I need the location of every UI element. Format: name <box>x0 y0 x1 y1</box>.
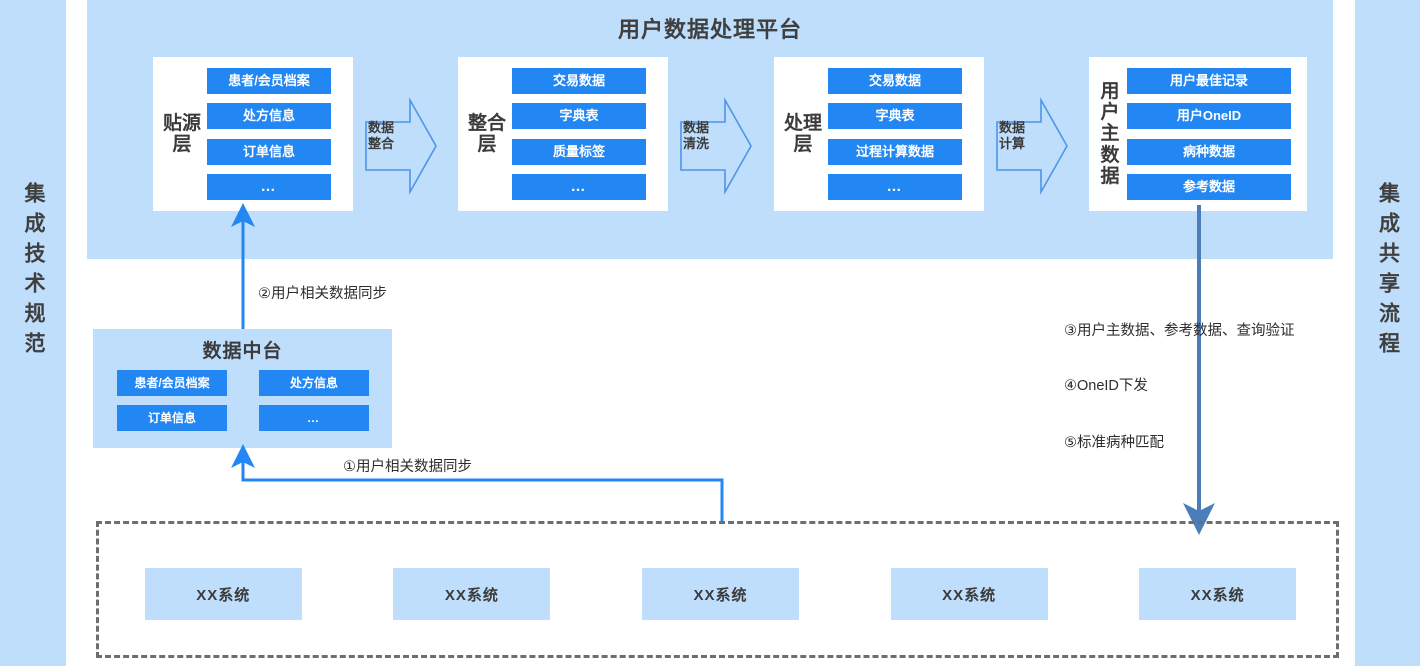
connector-label-match: ⑤标准病种匹配 <box>1064 435 1164 451</box>
layer-item[interactable]: 患者/会员档案 <box>207 68 331 94</box>
connector-label-sync-2: ②用户相关数据同步 <box>258 286 387 302</box>
layer-items-processing: 交易数据 字典表 过程计算数据 … <box>828 68 984 200</box>
flow-arrow-label: 数据 清洗 <box>683 120 727 153</box>
layer-items-integration: 交易数据 字典表 质量标签 … <box>512 68 668 200</box>
layer-box-processing[interactable]: 处理层 交易数据 字典表 过程计算数据 … <box>774 57 984 211</box>
left-vertical-band: 集成技术规范 <box>0 0 66 666</box>
data-hub-item[interactable]: … <box>259 405 369 431</box>
layer-item[interactable]: … <box>512 173 646 200</box>
layer-item[interactable]: 处方信息 <box>207 103 331 130</box>
flow-arrow-label-line1: 数据 <box>368 120 395 135</box>
right-vertical-band: 集成共享流程 <box>1355 0 1420 666</box>
flow-arrow-label-line2: 计算 <box>999 136 1026 152</box>
page-title: 用户数据处理平台 <box>617 17 802 42</box>
data-hub-item[interactable]: 处方信息 <box>259 370 369 396</box>
layer-box-source[interactable]: 贴源层 患者/会员档案 处方信息 订单信息 … <box>153 57 353 211</box>
layer-item[interactable]: 订单信息 <box>207 138 331 165</box>
source-system-box[interactable]: XX系统 <box>1139 568 1297 620</box>
data-hub-item[interactable]: 订单信息 <box>117 405 227 431</box>
layer-name-processing: 处理层 <box>783 112 822 155</box>
connector-label-query: ③用户主数据、参考数据、查询验证 <box>1064 323 1295 339</box>
layer-name-source: 贴源层 <box>162 112 201 155</box>
flow-arrow-label: 数据 整合 <box>368 120 412 153</box>
layer-box-user-master-data[interactable]: 用户主数据 用户最佳记录 用户OneID 病种数据 参考数据 <box>1089 57 1307 211</box>
layer-item[interactable]: 病种数据 <box>1127 138 1291 165</box>
layer-item[interactable]: 质量标签 <box>512 138 646 165</box>
flow-arrow-label-line2: 整合 <box>368 136 395 152</box>
layer-item[interactable]: 参考数据 <box>1127 173 1291 200</box>
layer-item[interactable]: 字典表 <box>828 103 962 130</box>
layer-item[interactable]: 字典表 <box>512 103 646 130</box>
block-arrow-icon <box>365 96 437 196</box>
right-band-label: 集成共享流程 <box>1376 182 1400 362</box>
source-system-box[interactable]: XX系统 <box>393 568 551 620</box>
flow-arrow-label-line2: 清洗 <box>683 136 710 152</box>
layer-item[interactable]: 过程计算数据 <box>828 138 962 165</box>
left-band-label: 集成技术规范 <box>22 182 45 362</box>
layer-item[interactable]: … <box>207 173 331 200</box>
layer-name-user-master-data: 用户主数据 <box>1100 80 1120 187</box>
data-hub-title: 数据中台 <box>202 341 283 362</box>
layer-box-integration[interactable]: 整合层 交易数据 字典表 质量标签 … <box>458 57 668 211</box>
flow-arrow-data-cleaning: 数据 清洗 <box>679 96 753 196</box>
block-arrow-icon <box>680 96 752 196</box>
connector-label-sync-1: ①用户相关数据同步 <box>343 459 472 475</box>
layer-item[interactable]: … <box>828 173 962 200</box>
flow-arrow-label-line1: 数据 <box>999 120 1026 135</box>
flow-arrow-label: 数据 计算 <box>999 120 1043 153</box>
layer-name-integration: 整合层 <box>467 112 506 155</box>
flow-arrow-data-computation: 数据 计算 <box>995 96 1069 196</box>
data-hub-items: 患者/会员档案 处方信息 订单信息 … <box>117 370 369 431</box>
layer-item[interactable]: 用户最佳记录 <box>1127 68 1291 94</box>
flow-arrow-label-line1: 数据 <box>683 120 710 135</box>
connector-sync-1 <box>231 444 724 521</box>
block-arrow-icon <box>996 96 1068 196</box>
source-systems-group: XX系统 XX系统 XX系统 XX系统 XX系统 <box>96 521 1339 658</box>
layer-items-user-master-data: 用户最佳记录 用户OneID 病种数据 参考数据 <box>1127 68 1307 200</box>
source-systems-list: XX系统 XX系统 XX系统 XX系统 XX系统 <box>99 568 1342 620</box>
data-hub-panel[interactable]: 数据中台 患者/会员档案 处方信息 订单信息 … <box>93 329 392 448</box>
source-system-box[interactable]: XX系统 <box>890 568 1048 620</box>
user-data-platform-panel: 用户数据处理平台 贴源层 患者/会员档案 处方信息 订单信息 … 数据 整合 整… <box>87 0 1333 259</box>
layer-item[interactable]: 交易数据 <box>828 68 962 94</box>
source-system-box[interactable]: XX系统 <box>641 568 799 620</box>
layer-item[interactable]: 交易数据 <box>512 68 646 94</box>
connector-label-oneid: ④OneID下发 <box>1064 378 1148 394</box>
flow-arrow-data-integration: 数据 整合 <box>364 96 438 196</box>
layer-item[interactable]: 用户OneID <box>1127 103 1291 130</box>
source-system-box[interactable]: XX系统 <box>144 568 302 620</box>
layer-items-source: 患者/会员档案 处方信息 订单信息 … <box>207 68 353 200</box>
data-hub-item[interactable]: 患者/会员档案 <box>117 370 227 396</box>
